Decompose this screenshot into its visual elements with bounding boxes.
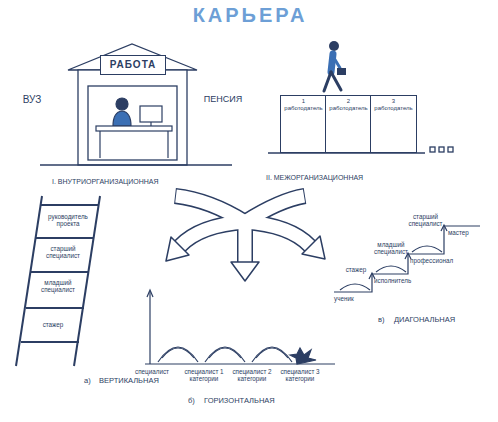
horizontal-chart: [147, 290, 153, 297]
sign-box: РАБОТА: [100, 55, 166, 75]
horizontal-chart: [158, 347, 198, 362]
office-building: [40, 164, 232, 165]
branch-arrows: [180, 222, 245, 246]
worker-at-desk: [113, 111, 131, 126]
employer-building: 1 работодатель: [280, 95, 327, 153]
step-label: старший специалист: [408, 213, 443, 227]
walking-man: [334, 58, 340, 68]
rung-label: стажер: [27, 321, 79, 328]
worker-at-desk: [116, 98, 128, 110]
endpoint-label: ПЕНСИЯ: [194, 94, 252, 104]
axis-label: специалист: [130, 368, 174, 375]
horizontal-chart: [205, 347, 245, 362]
branch-arrows: [245, 222, 310, 246]
office-building: [88, 86, 177, 160]
step-label: мастер: [448, 229, 488, 236]
axis-label: специалист 1 категории: [180, 368, 228, 382]
part-caption: ВЕРТИКАЛЬНАЯ: [99, 377, 179, 386]
office-building: [78, 70, 187, 165]
horizontal-chart: [162, 348, 194, 358]
ladder: [31, 271, 89, 273]
section-caption: II. МЕЖОРГАНИЗАЦИОННАЯ: [266, 174, 416, 182]
rung-label: старший специалист: [37, 245, 89, 259]
ladder: [21, 341, 79, 343]
axis-label: специалист 3 категории: [276, 368, 324, 382]
walking-man: [324, 72, 331, 91]
horizontal-chart: [145, 290, 335, 364]
step-label: профессионал: [410, 257, 460, 264]
ground-line: [448, 147, 453, 152]
horizontal-chart: [145, 363, 335, 364]
worker-at-desk: [96, 98, 172, 158]
node-text: 1 работодатель: [283, 98, 324, 112]
part-caption: ГОРИЗОНТАЛЬНАЯ: [204, 397, 294, 406]
ladder: [36, 237, 94, 239]
step-label: ученик: [334, 295, 372, 302]
part-letter: а): [84, 377, 98, 386]
ladder: [26, 307, 84, 309]
section-caption: I. ВНУТРИОРГАНИЗАЦИОННАЯ: [52, 178, 202, 186]
office-building: [40, 44, 232, 165]
horizontal-chart: [209, 348, 241, 358]
step-label: младший специалист: [372, 241, 410, 255]
horizontal-chart: [290, 348, 316, 364]
worker-at-desk: [167, 131, 168, 158]
worker-at-desk: [140, 106, 162, 122]
node-text: 3 работодатель: [373, 98, 414, 112]
horizontal-chart: [256, 348, 288, 358]
ladder: [16, 196, 100, 366]
endpoint-label: ВУЗ: [10, 94, 54, 106]
ladder: [41, 204, 99, 206]
axis-label: специалист 2 категории: [228, 368, 276, 382]
branch-arrows: [166, 196, 325, 281]
rung-label: руководитель проекта: [42, 213, 94, 227]
diagonal-stairs: [376, 266, 406, 272]
branch-arrows: [180, 222, 245, 246]
step-label: стажер: [336, 266, 376, 273]
branch-arrows: [245, 222, 310, 246]
step-label: исполнитель: [374, 277, 420, 284]
ground-line: [439, 147, 444, 152]
walking-man: [324, 41, 346, 91]
ground-line: [430, 147, 435, 152]
horizontal-chart: [149, 292, 150, 364]
part-letter: в): [378, 316, 392, 325]
diagonal-stairs: [412, 246, 442, 252]
branch-arrows: [302, 236, 325, 259]
part-letter: б): [188, 397, 202, 406]
worker-at-desk: [99, 131, 100, 158]
diagonal-stairs: [340, 284, 370, 290]
walking-man: [331, 54, 333, 72]
walking-man: [329, 41, 339, 51]
employer-building: 2 работодатель: [325, 95, 372, 153]
horizontal-chart: [252, 347, 292, 362]
title: КАРЬЕРА: [150, 4, 350, 27]
employer-building: 3 работодатель: [370, 95, 417, 153]
branch-arrows: [166, 237, 189, 261]
worker-at-desk: [96, 126, 172, 131]
branch-arrows: [231, 262, 259, 281]
walking-man: [337, 68, 346, 75]
ladder: [16, 196, 42, 366]
rung-label: младший специалист: [32, 279, 84, 293]
node-text: РАБОТА: [110, 59, 157, 71]
node-text: 2 работодатель: [328, 98, 369, 112]
part-caption: ДИАГОНАЛЬНАЯ: [394, 316, 484, 325]
